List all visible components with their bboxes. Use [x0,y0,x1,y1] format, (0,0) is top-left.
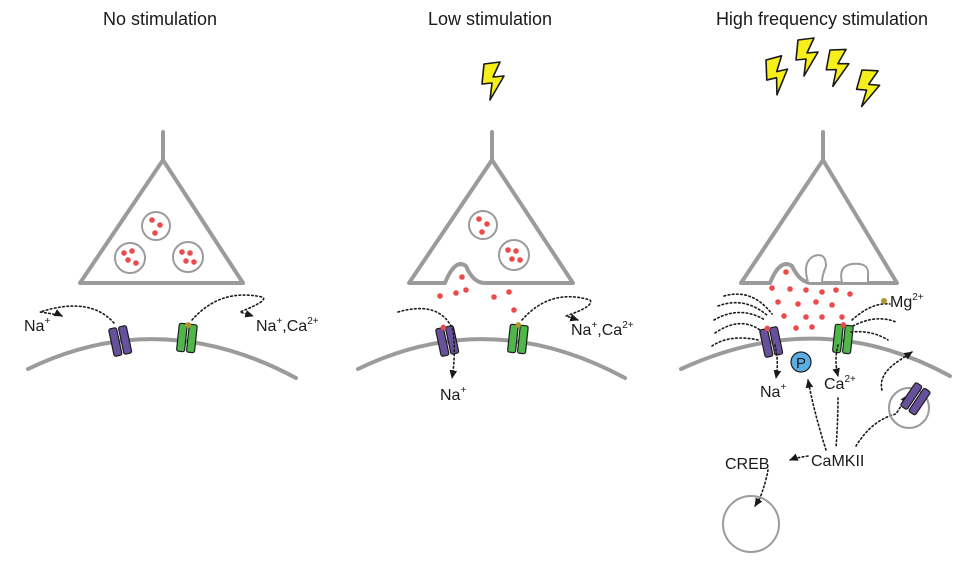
presynaptic-terminal [78,130,245,285]
svg-text:Mg2+: Mg2+ [890,292,924,311]
postsynaptic-membrane [679,336,952,378]
svg-text:P: P [796,355,806,372]
presynaptic-terminal [407,130,575,285]
released-neurotransmitter [437,274,517,313]
ampa-receptor-icon [758,325,784,359]
synaptic-vesicles [468,210,530,271]
nmda-receptor-icon [506,322,529,355]
ion-flow-arrows [711,293,913,507]
ampa-receptor-icon [899,381,932,417]
ion-flow-arrow [39,305,115,324]
released-neurotransmitter [769,269,853,331]
panel-low-stimulation: Low stimulation Na+ Na+,Ca2+ [356,9,634,404]
panel-title: High frequency stimulation [716,9,928,29]
svg-text:Na+,Ca2+: Na+,Ca2+ [256,316,319,335]
presynaptic-terminal [739,130,899,285]
postsynaptic-membrane [356,337,627,380]
ion-flow-arrow [397,307,458,379]
panel-title: No stimulation [103,9,217,29]
svg-text:Ca2+: Ca2+ [824,374,856,393]
nucleus [722,495,780,553]
ion-label-ca: Ca2+ [824,374,856,393]
recycling-endosome [888,381,932,429]
ion-flow-arrow [521,296,592,322]
lightning-bolt-icon [824,47,851,89]
ion-label-na-ca: Na+,Ca2+ [256,316,319,335]
panel-no-stimulation: No stimulation Na+ Na+,Ca2+ [24,9,319,380]
ion-flow-arrow [191,294,265,321]
lightning-bolt-icon [481,61,505,101]
ion-label-na: Na+ [24,316,50,335]
svg-text:Na+: Na+ [760,382,786,401]
lightning-bolt-icon [852,66,883,110]
ion-label-na: Na+ [760,382,786,401]
fused-vesicles [805,254,870,283]
nmda-receptor-icon [175,322,198,354]
ion-label-na: Na+ [440,385,466,404]
lightning-bolt-icon [795,37,819,77]
synaptic-vesicles [114,211,204,274]
svg-text:Na+: Na+ [440,385,466,404]
svg-text:Na+,Ca2+: Na+,Ca2+ [571,320,634,339]
panel-high-frequency-stimulation: High frequency stimulation [679,9,952,553]
panel-title: Low stimulation [428,9,552,29]
svg-text:Na+: Na+ [24,316,50,335]
phosphate-icon: P [790,351,812,373]
ampa-receptor-icon [434,324,460,358]
creb-label: CREB [725,456,769,473]
camkii-label: CaMKII [811,453,864,470]
ion-label-na-ca: Na+,Ca2+ [571,320,634,339]
mg-block-ion: Mg2+ [881,292,924,311]
lightning-bolt-icon [762,54,792,97]
postsynaptic-membrane [26,337,298,380]
nmda-receptor-icon [831,322,854,355]
